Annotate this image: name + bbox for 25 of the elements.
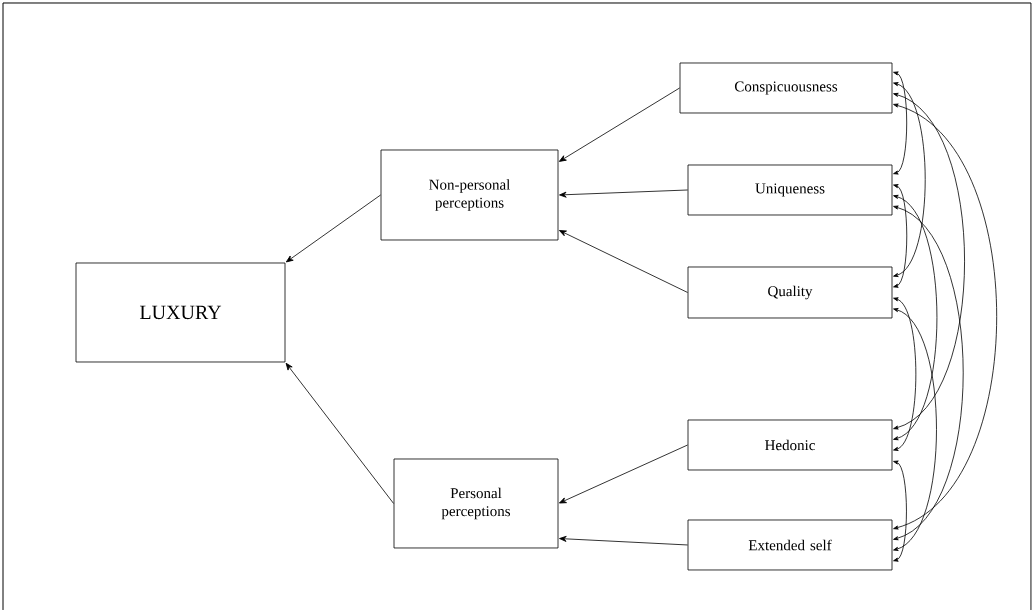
- arrow: [893, 92, 965, 430]
- box: Non-personal perceptions: [380, 149, 559, 241]
- box: Quality: [687, 266, 893, 319]
- arrow: [559, 444, 688, 504]
- arrow: [893, 71, 908, 175]
- arrow: [893, 205, 964, 541]
- box: LUXURY: [75, 262, 286, 363]
- arrow: [893, 460, 907, 562]
- arrow: [285, 362, 394, 504]
- box: Personal perceptions: [393, 458, 559, 549]
- box: Hedonic: [687, 419, 893, 471]
- arrow: [893, 297, 917, 451]
- box: Conspicuousness: [679, 62, 893, 114]
- arrow: [893, 82, 926, 277]
- arrow: [893, 184, 908, 288]
- arrow: [558, 87, 680, 162]
- arrow: [893, 308, 937, 551]
- arrow: [285, 194, 381, 263]
- arrow: [893, 103, 998, 530]
- arrow: [559, 535, 688, 546]
- arrow: [893, 194, 938, 441]
- box: Extended self: [687, 519, 893, 571]
- box: Uniqueness: [687, 164, 893, 216]
- arrow: [559, 189, 688, 198]
- arrow: [559, 230, 688, 293]
